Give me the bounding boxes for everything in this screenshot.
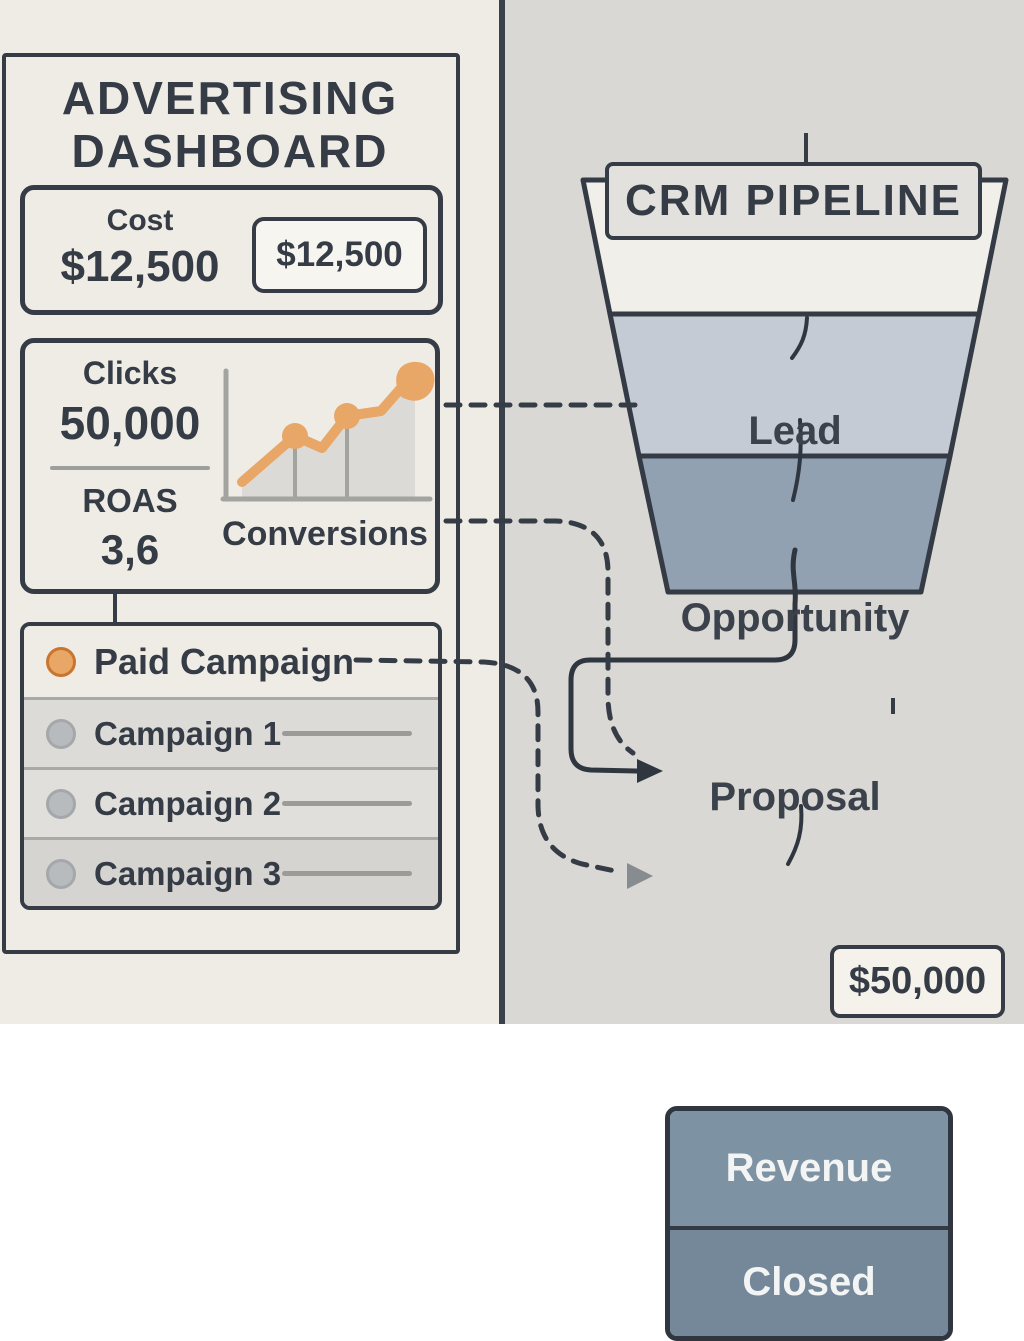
clicks-label: Clicks: [82, 355, 178, 391]
cost-callout-box: $12,500: [252, 217, 427, 293]
metrics-card: Clicks 50,000 ROAS 3,6 Conversions: [20, 338, 440, 594]
campaigns-card: Paid Campaign Campaign 1 Campaign 2 Camp…: [20, 622, 442, 910]
campaign-dot-icon: [46, 788, 76, 819]
paid-campaign-dot-icon: [46, 646, 76, 677]
conversions-sparkline: [220, 361, 435, 502]
cost-label: Cost: [106, 204, 174, 237]
cost-value: $12,500: [60, 242, 220, 291]
sparkline-area: [242, 379, 415, 497]
paid-campaign-row: Paid Campaign: [24, 626, 438, 697]
paid-campaign-label: Paid Campaign: [94, 640, 355, 682]
funnel-stage-lead-label: Lead: [748, 408, 842, 453]
revenue-closed-box: Revenue Closed: [665, 1105, 953, 1341]
campaign-value-line: [282, 871, 412, 876]
roas-label: ROAS: [82, 482, 178, 519]
funnel-stage-proposal-label: Proposal: [709, 774, 881, 819]
campaign-label: Campaign 3: [94, 854, 282, 892]
crm-pipeline-title-box: CRM PIPELINE: [605, 161, 982, 240]
campaign-label: Campaign 1: [94, 714, 282, 752]
advertising-dashboard-title: ADVERTISING DASHBOARD: [61, 72, 399, 178]
sparkline-end-marker: [396, 361, 435, 401]
sparkline-point: [282, 423, 308, 449]
advertising-dashboard-panel: [2, 53, 460, 954]
campaign-row: Campaign 3: [24, 837, 438, 906]
metrics-divider-line: [50, 466, 210, 470]
campaign-dot-icon: [46, 858, 76, 889]
campaign-dot-icon: [46, 718, 76, 749]
clicks-value: 50,000: [59, 397, 201, 449]
panel-divider-line: [499, 0, 505, 1024]
campaign-value-line: [282, 801, 412, 806]
campaign-row: Campaign 2: [24, 767, 438, 837]
revenue-stage: Revenue: [670, 1110, 948, 1226]
sparkline-point: [334, 403, 360, 429]
campaign-value-line: [282, 731, 412, 736]
roas-value: 3,6: [100, 526, 160, 573]
cost-metric: Cost $12,500: [35, 204, 245, 292]
funnel-stage-opportunity-label: Opportunity: [680, 595, 910, 640]
cost-card: Cost $12,500 $12,500: [20, 185, 443, 315]
right-panel-background: [502, 0, 1024, 1024]
metrics-left-column: Clicks 50,000 ROAS 3,6: [35, 351, 225, 574]
revenue-value-callout: $50,000: [830, 944, 1005, 1018]
closed-stage: Closed: [670, 1225, 948, 1336]
conversions-caption: Conversions: [222, 515, 428, 553]
campaign-label: Campaign 2: [94, 784, 282, 822]
campaign-row: Campaign 1: [24, 697, 438, 767]
